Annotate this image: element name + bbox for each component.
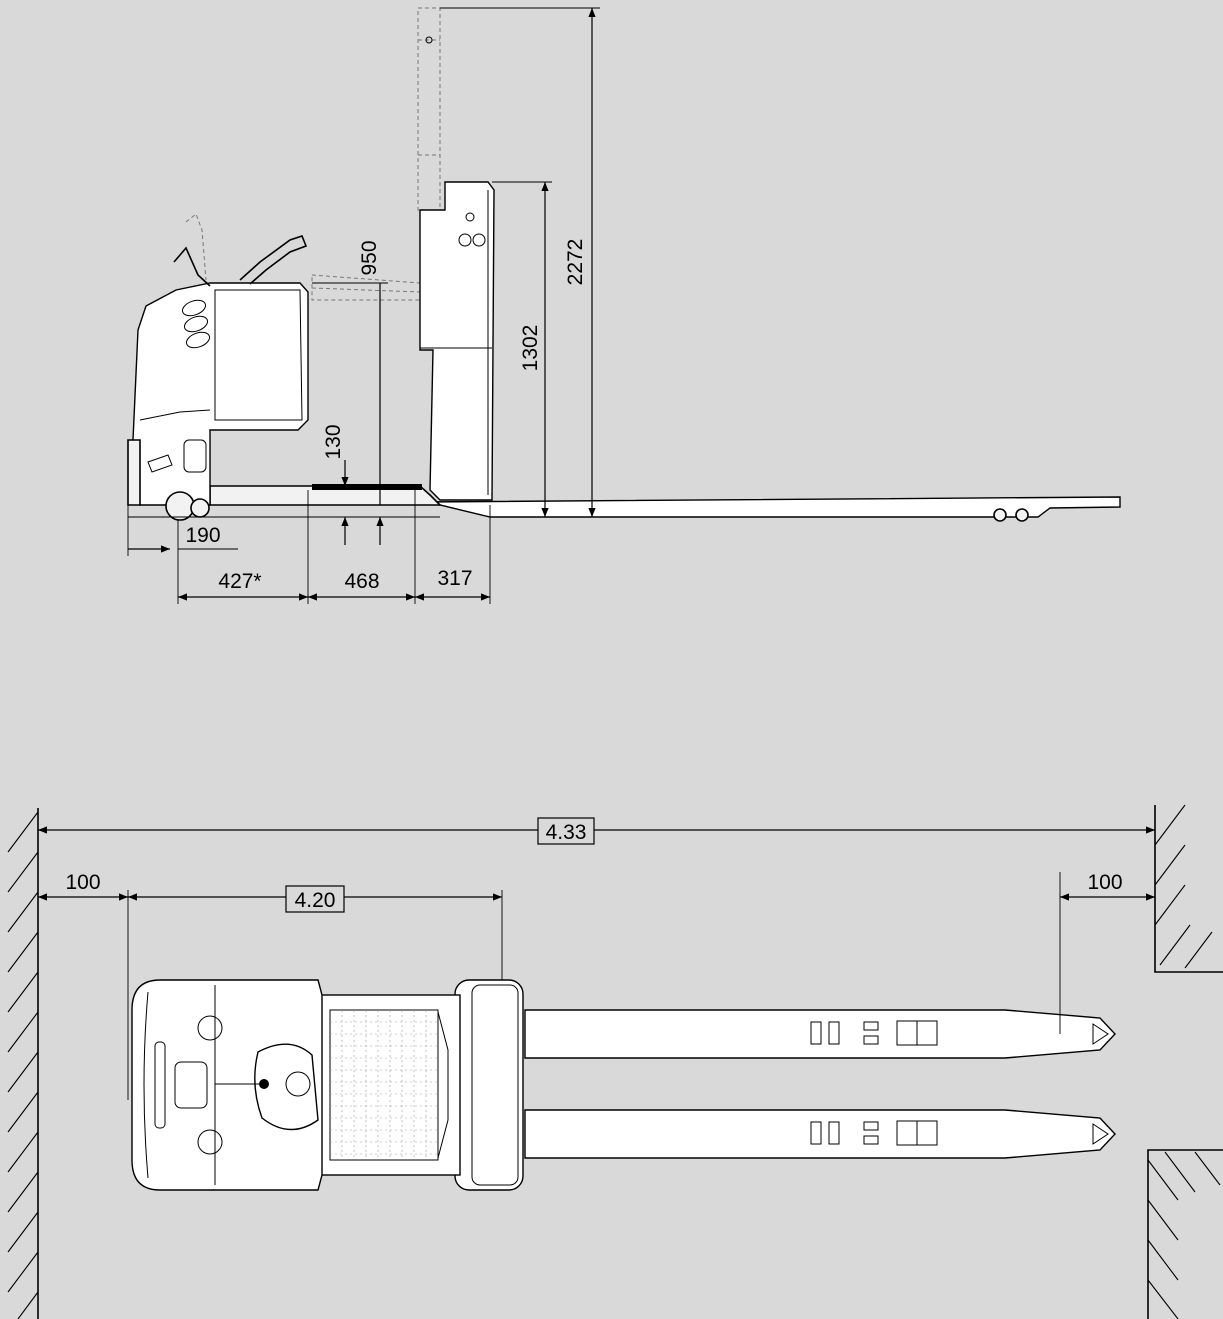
dim-1302: 1302	[519, 325, 542, 372]
right-lower-wall	[1147, 1149, 1223, 1319]
drive-wheel	[165, 491, 195, 521]
tiller-arm	[239, 235, 308, 285]
dim-4-33: 4.33	[546, 821, 587, 844]
fork-tip-marker-lower	[1092, 1123, 1109, 1145]
dim-100-left: 100	[65, 871, 100, 894]
drive-seam	[139, 409, 211, 421]
top-backrest	[454, 979, 524, 1191]
dim-box-4-33	[537, 817, 595, 845]
ghost-tiller	[185, 213, 207, 281]
vent-2	[183, 315, 209, 333]
top-view-truck	[131, 979, 1116, 1191]
drive-panel	[214, 289, 303, 421]
top-view-walls	[7, 804, 1223, 1319]
platform-side-rail	[437, 1011, 449, 1159]
side-view-truck	[127, 7, 1121, 522]
rear-bumper	[127, 439, 141, 506]
platform-mat	[329, 1009, 439, 1161]
dim-2272: 2272	[564, 239, 587, 286]
mast-hole-1	[458, 233, 472, 247]
tiller-grip	[285, 1071, 311, 1097]
left-wall-hatch	[7, 811, 39, 1319]
ghost-mast-pin	[425, 36, 433, 44]
platform-mat	[312, 484, 422, 490]
rear-handle	[173, 246, 211, 287]
dim-468: 468	[344, 570, 379, 593]
dim-100-right: 100	[1087, 871, 1122, 894]
top-fork-lower	[524, 1109, 1116, 1159]
side-access-panel	[183, 439, 207, 473]
right-upper-wall	[1154, 805, 1223, 973]
mast-hole-top	[465, 212, 475, 222]
top-view-dimensions: 4.33 100 4.20 100	[38, 817, 1155, 1100]
rear-grab-handle	[154, 1041, 166, 1129]
support-wheel	[190, 498, 210, 518]
vent-1	[181, 299, 207, 317]
vent-3	[185, 331, 211, 349]
dim-950: 950	[358, 240, 381, 275]
ghost-raised-platform	[311, 274, 421, 301]
fork-decals-upper	[810, 1020, 938, 1046]
dim-190: 190	[185, 524, 220, 547]
side-handle	[147, 454, 173, 473]
dim-427: 427*	[218, 570, 261, 593]
top-fork-upper	[524, 1009, 1116, 1059]
fork-decals-lower	[810, 1120, 938, 1146]
fork-roller-2	[1015, 508, 1029, 522]
drive-rear-curve	[143, 991, 149, 1179]
side-drive-unit	[132, 282, 309, 506]
right-lower-wall-hatch	[1147, 1151, 1221, 1319]
side-mast	[419, 181, 495, 501]
dim-130: 130	[322, 424, 345, 459]
control-panel	[174, 1061, 208, 1109]
dim-317: 317	[437, 567, 472, 590]
side-fork	[419, 496, 1121, 518]
fork-tip-marker-upper	[1092, 1023, 1109, 1045]
dim-box-4-20	[285, 885, 345, 913]
side-view-dimensions: 2272 1302 950 130 190 427* 468 317	[127, 7, 600, 604]
fork-roller-1	[993, 508, 1007, 522]
platform-grid	[330, 1010, 438, 1160]
drive-caster-top	[197, 1015, 223, 1041]
right-upper-wall-hatch	[1154, 804, 1213, 969]
top-drive-unit	[131, 979, 323, 1191]
drive-caster-bottom	[197, 1129, 223, 1155]
dim-4-20: 4.20	[295, 889, 336, 912]
mast-hole-2	[472, 233, 486, 247]
